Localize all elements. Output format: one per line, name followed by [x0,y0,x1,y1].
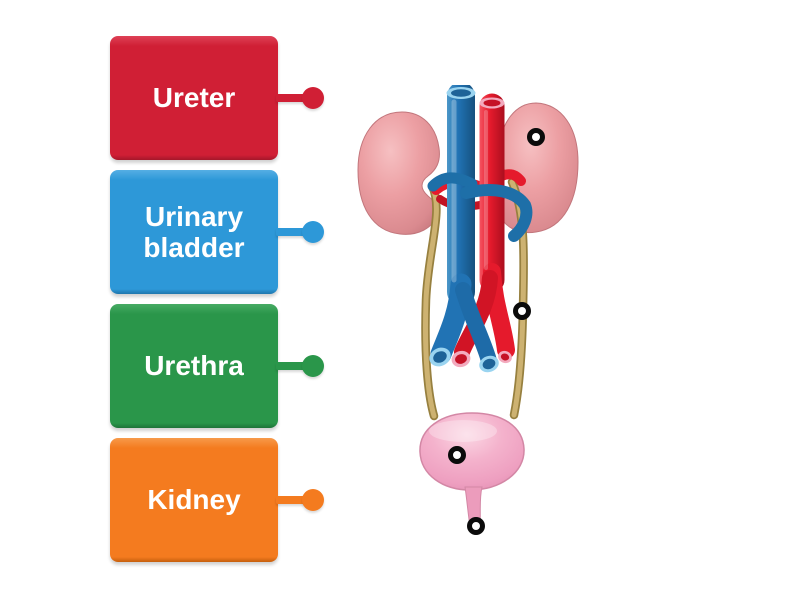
connector-dot [302,355,324,377]
connector-stub [276,94,306,102]
connector-dot [302,87,324,109]
label-card-urethra-text: Urethra [144,350,244,382]
bladder-highlight [429,420,497,442]
label-card-urinary-bladder-text: Urinary bladder [143,200,245,263]
connector-dot [302,489,324,511]
label-card-ureter[interactable]: Ureter [110,36,324,160]
target-urethra[interactable] [467,517,485,535]
label-card-urethra[interactable]: Urethra [110,304,324,428]
target-right-kidney[interactable] [527,128,545,146]
left-kidney-shape [357,111,440,235]
urinary-system-illustration [357,85,579,532]
connector-stub [276,496,306,504]
target-right-ureter[interactable] [513,302,531,320]
right-kidney-shape [498,102,579,234]
label-card-ureter-text: Ureter [152,82,236,114]
target-bladder[interactable] [448,446,466,464]
label-card-urinary-bladder[interactable]: Urinary bladder [110,170,324,294]
label-card-kidney[interactable]: Kidney [110,438,324,562]
renal-veins-shape [427,172,533,242]
connector-stub [276,228,306,236]
label-card-kidney-text: Kidney [147,484,241,516]
connector-dot [302,221,324,243]
connector-stub [276,362,306,370]
vessel-openings [429,87,512,373]
left-ureter-shape [421,181,441,421]
